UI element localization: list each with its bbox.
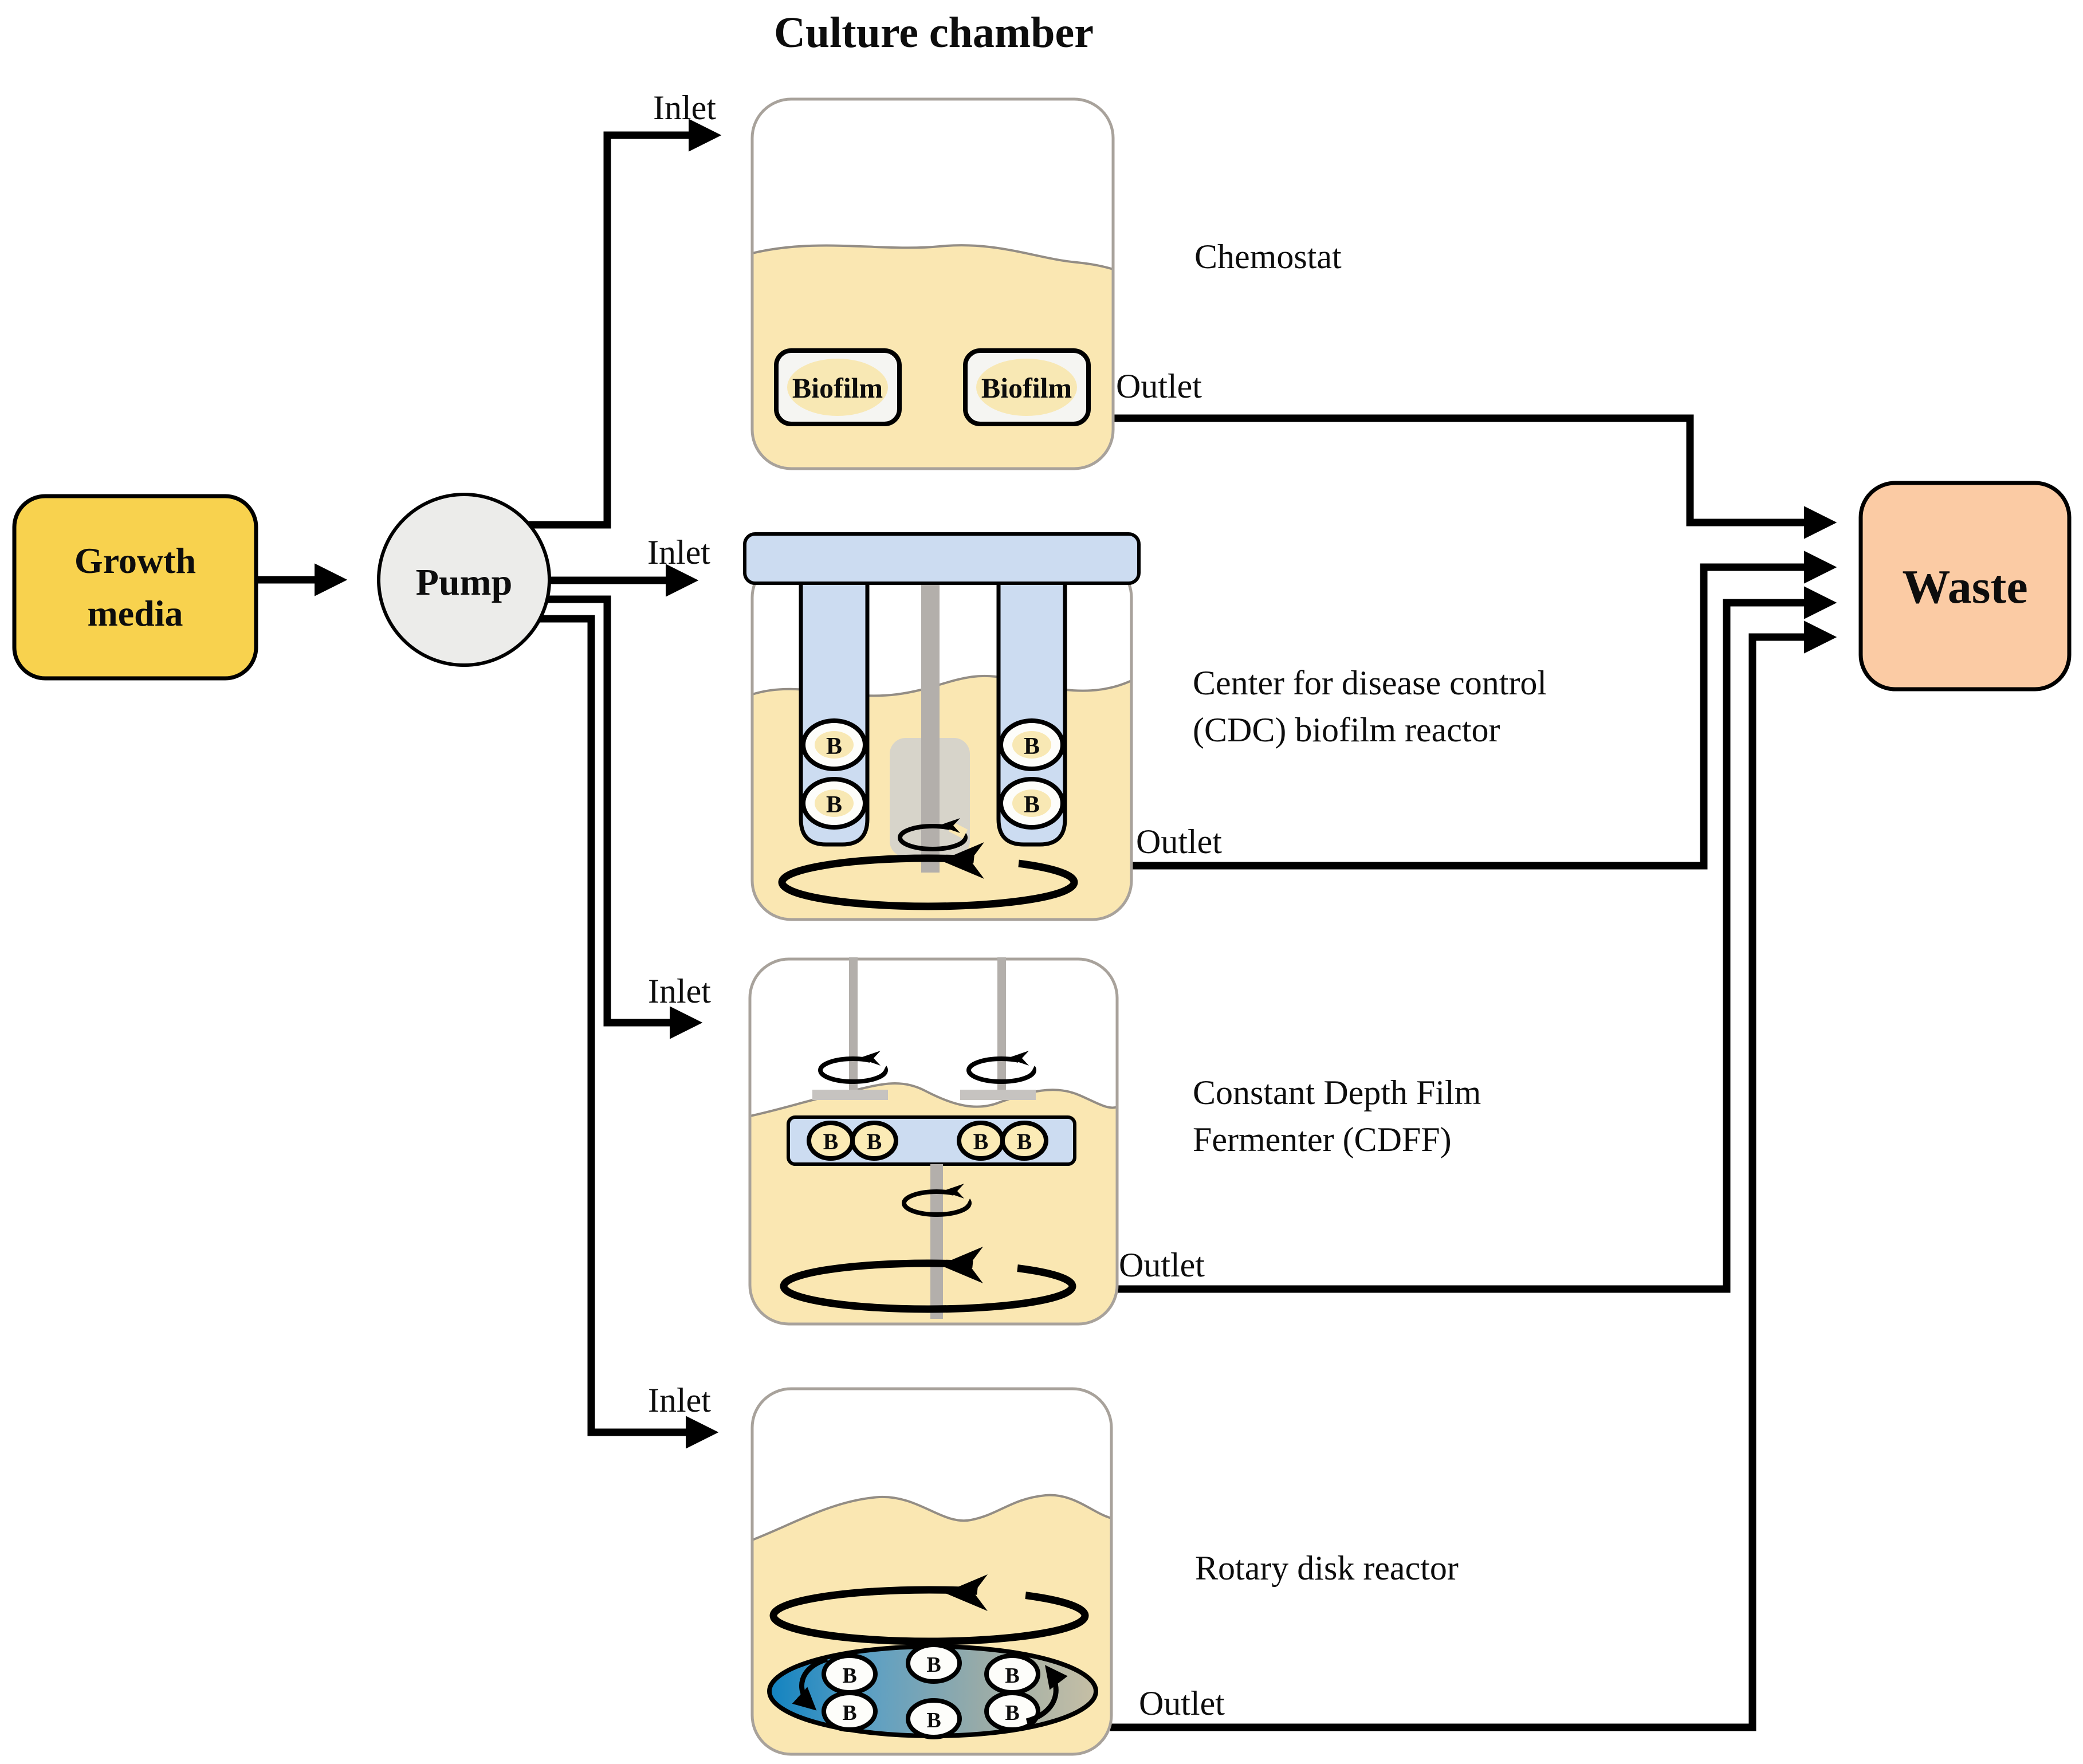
cdff-inlet-pipe — [516, 595, 703, 1039]
cdff-coupon-label: B — [973, 1129, 989, 1154]
cdc-outlet-label: Outlet — [1136, 823, 1222, 861]
biofilm-glow — [787, 359, 888, 416]
cdff-outlet-label: Outlet — [1119, 1246, 1205, 1284]
cdc-coupon-label: B — [826, 792, 842, 818]
cdc-coupon-label: B — [1024, 733, 1040, 760]
rotary-coupon — [906, 1698, 962, 1739]
growth-media-box — [12, 494, 258, 681]
cdff-outline — [748, 957, 1119, 1326]
rotary-coupon-label: B — [926, 1708, 941, 1732]
chemostat-vessel: Biofilm Biofilm — [750, 97, 1115, 470]
waste-label: Waste — [1902, 560, 2027, 614]
diagram-title: Culture chamber — [774, 9, 1094, 57]
waste-node: Waste — [1858, 481, 2072, 692]
cdc-outlet-pipe — [1131, 551, 1837, 870]
growth-media-label-line2: media — [87, 593, 183, 634]
stir-ellipse-arrow-icon — [769, 1574, 1089, 1645]
rotation-arrow-icon — [818, 1051, 889, 1084]
cdff-coupon — [850, 1121, 898, 1161]
chemostat-name-label: Chemostat — [1194, 238, 1342, 276]
biofilm-label: Biofilm — [981, 372, 1072, 404]
stir-ellipse-arrow-icon — [780, 1247, 1076, 1313]
cdff-coupons: B B B B — [807, 1121, 1048, 1161]
chemostat-liquid-surface — [752, 244, 1113, 270]
cdc-lid — [743, 532, 1141, 585]
cdc-coupon-holder-left — [799, 580, 870, 847]
rotation-arrow-icon — [898, 818, 968, 851]
rotary-outlet-label: Outlet — [1139, 1684, 1225, 1722]
rotary-outline — [750, 1387, 1113, 1756]
pump-circle — [377, 493, 551, 667]
cdff-outlet-pipe — [1116, 586, 1837, 1293]
rotary-liquid-surface — [752, 1494, 1111, 1541]
rotary-coupon — [984, 1691, 1040, 1732]
rotary-coupon — [822, 1691, 878, 1732]
chemostat-inlet-pipe — [516, 119, 722, 529]
rotary-inlet-label: Inlet — [648, 1381, 711, 1419]
rotary-coupon-label: B — [1005, 1664, 1019, 1688]
rotary-vessel: B B B B B B — [750, 1387, 1113, 1756]
rotary-coupons: B B B B B B — [822, 1643, 1040, 1739]
cdff-coupon-label: B — [867, 1129, 882, 1154]
cdc-name-label-line2: (CDC) biofilm reactor — [1193, 711, 1500, 749]
growth-media-node: Growth media — [12, 494, 258, 681]
cdc-name-label-line1: Center for disease control — [1193, 664, 1547, 702]
biofilm-glow — [976, 359, 1077, 416]
disk-rotation-arrow-left-icon — [792, 1656, 828, 1711]
rotary-coupon — [906, 1643, 962, 1684]
cdc-coupon-label: B — [826, 733, 842, 760]
rotary-coupon-label: B — [842, 1664, 856, 1688]
cdff-drive-shaft-right — [997, 957, 1006, 1095]
pump-node: Pump — [377, 493, 551, 667]
biofilm-coupon-right: Biofilm — [963, 348, 1091, 426]
rotary-coupon-label: B — [1005, 1701, 1019, 1725]
rotary-outlet-pipe — [1110, 620, 1837, 1731]
cdc-coupon-label: B — [1024, 792, 1040, 818]
biofilm-label: Biofilm — [792, 372, 883, 404]
rotation-arrow-icon — [966, 1051, 1037, 1084]
rotation-arrow-icon — [902, 1184, 972, 1217]
chemostat-outlet-label: Outlet — [1116, 367, 1202, 405]
cdc-coupon-glow — [815, 731, 854, 759]
cdff-coupon-label: B — [1017, 1129, 1032, 1154]
rotary-coupon-label: B — [842, 1701, 856, 1725]
stir-ellipse-arrow-icon — [778, 842, 1078, 910]
cdff-vessel: B B B B — [748, 957, 1119, 1326]
cdff-coupon-label: B — [823, 1129, 839, 1154]
cdc-inlet-label: Inlet — [647, 533, 710, 571]
cdff-name-label-line1: Constant Depth Film — [1193, 1074, 1481, 1111]
cdff-stir-shaft — [930, 1164, 943, 1319]
cdc-stir-shaft — [921, 537, 940, 873]
biofilm-coupon-left: Biofilm — [774, 348, 902, 426]
cdc-coupon-glow — [1012, 731, 1051, 759]
chemostat-outline — [750, 97, 1115, 470]
pump-label: Pump — [416, 561, 513, 603]
flow-connectors — [256, 119, 1837, 1731]
cdff-coupon — [1000, 1121, 1048, 1161]
cdc-coupon-holder-right — [996, 580, 1067, 847]
cdc-coupon-glow — [815, 789, 854, 817]
cdc-reactor-vessel: B B B B — [743, 532, 1141, 921]
cdc-coupon-glow — [1012, 789, 1051, 817]
cdc-coupons: B B B B — [801, 718, 1065, 830]
cdff-name-label-line2: Fermenter (CDFF) — [1193, 1121, 1452, 1158]
chemostat-outlet-pipe — [1111, 414, 1837, 539]
disk-rotation-arrow-right-icon — [1025, 1665, 1068, 1724]
cdff-drive-shaft-left — [849, 957, 858, 1095]
chemostat-inlet-label: Inlet — [653, 89, 716, 127]
cdff-scraper-pad-right — [960, 1090, 1036, 1100]
growth-media-label-line1: Growth — [74, 540, 196, 581]
rotary-coupon-label: B — [926, 1653, 941, 1677]
rotary-inlet-pipe — [516, 615, 719, 1449]
waste-box — [1858, 481, 2072, 692]
cdff-inlet-label: Inlet — [648, 972, 711, 1010]
rotary-name-label: Rotary disk reactor — [1195, 1549, 1459, 1587]
cdff-scraper-pad-left — [812, 1090, 888, 1100]
